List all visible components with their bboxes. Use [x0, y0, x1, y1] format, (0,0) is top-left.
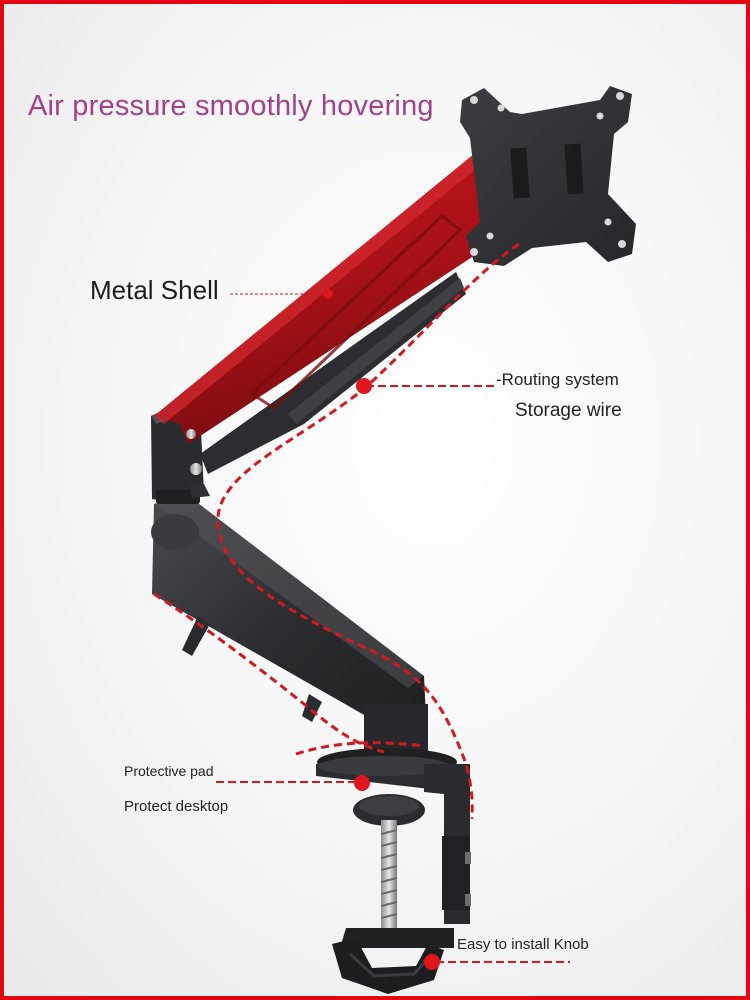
routing-system-label: -Routing system: [496, 370, 619, 389]
gas-spring: [190, 272, 466, 475]
monitor-arm-illustration: [151, 86, 636, 994]
headline: Air pressure smoothly hovering: [28, 90, 434, 122]
metal-shell-dot: [323, 289, 333, 299]
base-collar: [316, 704, 457, 792]
red-upper-arm: [154, 154, 504, 444]
knob-dot: [424, 954, 440, 970]
metal-shell-label: Metal Shell: [90, 275, 219, 305]
protective-pad-label: Protective pad: [124, 763, 214, 779]
protect-desktop-label: Protect desktop: [124, 798, 229, 815]
pad-edge-line: [295, 741, 425, 756]
routing-path-lower: [153, 592, 385, 754]
routing-dot: [356, 378, 372, 394]
routing-path-line: [216, 242, 520, 820]
desk-clamp: [340, 764, 471, 948]
install-knob: [332, 938, 444, 994]
storage-wire-label: Storage wire: [515, 400, 622, 421]
vesa-plate: [460, 86, 636, 266]
install-knob-label: Easy to install Knob: [457, 936, 589, 953]
pad-dot: [354, 775, 370, 791]
